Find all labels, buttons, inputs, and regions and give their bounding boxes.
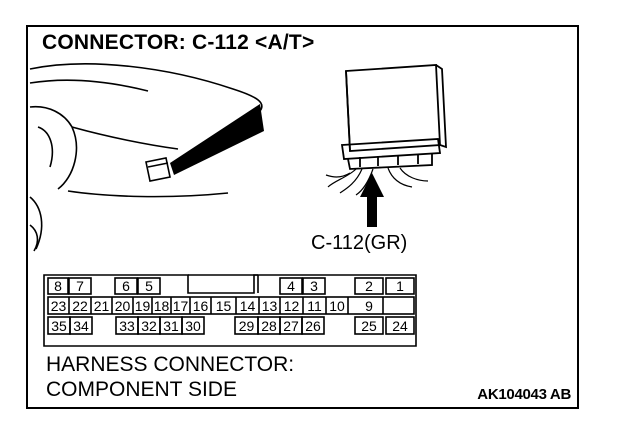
pin-label: 32 [141,318,157,334]
pin-label: 16 [193,298,209,314]
pin-label: 15 [216,298,232,314]
pin-label: 23 [51,298,67,314]
pin-label: 12 [284,298,300,314]
pin-label: 29 [239,318,255,334]
pin-label: 7 [76,278,84,294]
diagram-title: CONNECTOR: C-112 <A/T> [42,31,315,54]
pin-label: 13 [262,298,278,314]
pin-label: 17 [173,298,189,314]
pin-label: 34 [73,318,89,334]
pin-label: 31 [163,318,179,334]
harness-connector-pinout: 8 7 6 5 4 3 2 1 23 22 21 20 19 18 17 16 … [43,274,417,347]
pin-label: 30 [185,318,201,334]
pin-label: 3 [310,278,318,294]
pin-label: 8 [54,278,62,294]
component-side-caption: COMPONENT SIDE [46,378,237,401]
pin-label: 4 [287,278,295,294]
dashboard-outline [29,63,263,252]
pin-label: 24 [392,318,408,334]
pin-label: 1 [396,278,404,294]
pin-label: 19 [135,298,151,314]
pin-label: 33 [119,318,135,334]
pin-label: 10 [329,298,345,314]
pin-label: 27 [283,318,299,334]
pin-label: 25 [361,318,377,334]
pin-label: 35 [51,318,67,334]
diagram-frame: CONNECTOR: C-112 <A/T> [26,25,579,409]
pin-label: 5 [145,278,153,294]
pin-label: 28 [261,318,277,334]
ecu-module-icon [325,64,447,196]
pin-label: 20 [115,298,131,314]
pin-grid-lines [43,274,417,347]
callout-wedge [170,104,264,175]
pin-label: 14 [240,298,256,314]
connector-label: C-112(GR) [311,232,408,254]
pin-label: 6 [122,278,130,294]
figure-code: AK104043 AB [477,386,571,403]
pin-label: 21 [94,298,110,314]
vehicle-illustration [29,63,447,252]
pin-label: 18 [154,298,170,314]
pin-label: 2 [365,278,373,294]
pin-label: 26 [305,318,321,334]
pin-label: 9 [365,298,373,314]
harness-connector-caption: HARNESS CONNECTOR: [46,353,295,376]
pin-label: 22 [72,298,88,314]
pin-label: 11 [307,298,322,314]
arrow-up-icon [360,173,384,227]
